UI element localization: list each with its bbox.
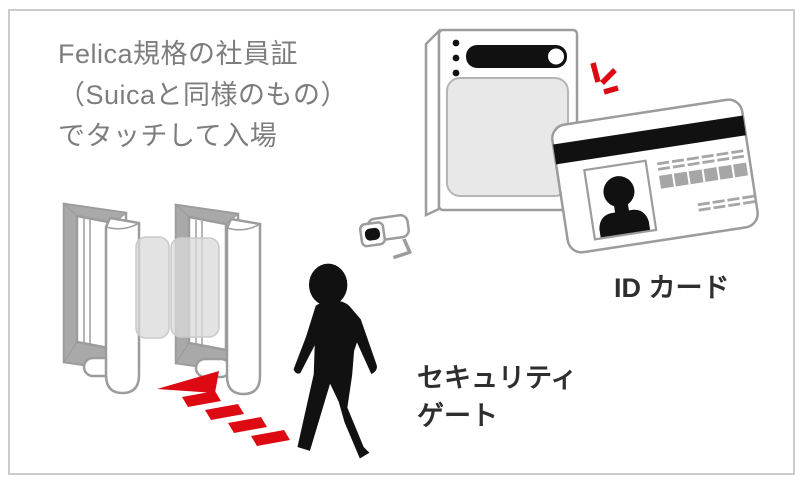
reader-touch-pad (446, 77, 569, 197)
id-card-icon (551, 98, 759, 254)
security-gate-label: セキュリティ ゲート (417, 359, 577, 435)
tap-spark-icon (590, 62, 619, 95)
gate-flap-left (135, 236, 170, 339)
card-reader-icon (424, 27, 579, 217)
security-camera-icon (358, 213, 412, 260)
caption-line-3: でタッチして入場 (58, 121, 278, 151)
red-dashed-arrow-icon (157, 371, 290, 446)
reader-status-bar (466, 45, 567, 68)
security-gate-label-line2: ゲート (417, 401, 498, 431)
walking-person-icon (293, 263, 377, 459)
security-gate-icon (62, 202, 262, 396)
caption-line-1: Felica規格の社員証 (58, 39, 299, 69)
gate-left-pillar (62, 202, 141, 395)
id-card-label: ID カード (614, 273, 730, 303)
card-photo (583, 159, 658, 241)
caption-text: Felica規格の社員証 （Suicaと同様のもの） でタッチして入場 (58, 34, 348, 157)
card-magnetic-stripe (553, 115, 746, 165)
camera-lens (364, 227, 381, 241)
reader-indicator-dots (452, 39, 460, 77)
security-gate-label-line1: セキュリティ (417, 363, 578, 393)
diagram-frame-border (8, 9, 795, 475)
caption-line-2: （Suicaと同様のもの） (58, 80, 349, 110)
gate-flap-right (170, 237, 220, 338)
card-text-lines (656, 149, 756, 212)
